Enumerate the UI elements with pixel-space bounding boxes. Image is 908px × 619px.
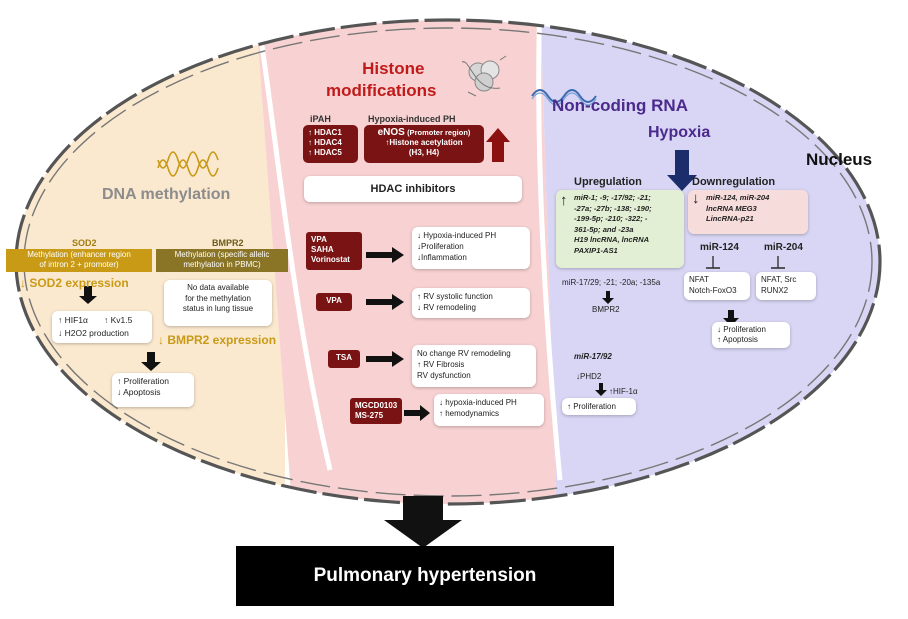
drug-box-vpa: VPA [316,293,352,311]
up-arrow-icon: ↑ [560,192,568,209]
sod2-label: SOD2 [72,238,97,248]
right-arrow-icon [366,351,404,367]
drug-effects-box: ↓ Hypoxia-induced PH ↓Proliferation ↓Inf… [412,227,530,269]
downregulation-label: Downregulation [692,176,776,188]
mir124-targets-box: NFAT Notch-FoxO3 [684,272,750,300]
phd2-label: ↓PHD2 [576,372,602,381]
right-arrow-icon [404,405,430,421]
sod2-expression: ↓ SOD2 expression [20,276,129,290]
mir124-label: miR-124 [700,242,739,253]
hdac-inhibitors-box: HDAC inhibitors [304,176,522,202]
right-arrow-icon [366,294,404,310]
upregulation-label: Upregulation [574,176,642,188]
bmpr2-methylation-box: Methylation (specific allelic methylatio… [156,249,288,272]
drug-box-mgcd0103: MGCD0103 MS-275 [350,398,402,424]
dna-helix-icon [157,151,219,177]
histone-title: Histone modifications [326,59,437,100]
dna-outcome-box: ↑ Proliferation ↓ Apoptosis [112,373,194,407]
nucleus-label: Nucleus [806,150,873,169]
sod2-effects-box: ↑ HIF1α ↑ Kv1.5 ↓ H2O2 production [52,311,152,343]
hypoxia-label: Hypoxia [648,124,711,141]
drug-effects-box: No change RV remodeling ↑ RV Fibrosis RV… [412,345,536,387]
down-arrow-icon: ↓ [692,190,700,207]
hif-label: ↑HIF-1α [609,387,638,396]
bmpr2-label: BMPR2 [212,238,244,248]
down-arrow-icon [602,291,614,304]
down-arrow-icon [141,352,161,371]
dna-methylation-title: DNA methylation [102,186,231,203]
pulmonary-hypertension-box: Pulmonary hypertension [236,546,614,606]
right-arrow-icon [366,247,404,263]
pulmonary-hypertension-label: Pulmonary hypertension [313,565,537,586]
mir1792-label: miR-17/92 [574,352,612,361]
inhibition-icon [706,256,720,269]
drug-effects-box: ↓ hypoxia-induced PH ↑ hemodynamics [434,394,544,426]
ipah-label: iPAH [310,114,331,124]
hypoxia-pH-label: Hypoxia-induced PH [368,114,456,124]
mir204-label: miR-204 [764,242,803,253]
rna-wave-icon [531,89,597,106]
sod2-methylation-box: Methylation (enhancer region of intron 2… [6,249,152,272]
down-arrow-icon [384,496,462,548]
ncrna-outcome-box: ↓ Proliferation ↑ Apoptosis [712,322,790,348]
up-arrow-icon [486,128,510,162]
drug-box-vpa-saha: VPA SAHA Vorinostat [306,232,362,270]
bmpr2-expression: ↓ BMPR2 expression [158,333,277,347]
ncrna-bmpr2-label: BMPR2 [592,305,620,314]
drug-effects-box: ↑ RV systolic function ↓ RV remodeling [412,288,530,318]
drug-box-tsa: TSA [328,350,360,368]
region-divider-right [536,20,563,481]
down-arrow-icon [595,383,607,396]
ipah-hdac-box: ↑ HDAC1 ↑ HDAC4 ↑ HDAC5 [303,125,358,163]
upregulation-box: ↑ miR-1; -9; -17/92; -21; -27a; -27b; -1… [556,190,684,268]
mir-group-label: miR-17/29; -21; -20a; -135a [562,278,661,287]
enos-box: eNOS (Promoter region) ↑Histone acetylat… [364,125,484,163]
ncrna-title: Non-coding RNA [552,96,688,115]
bmpr2-note-box: No data available for the methylation st… [164,280,272,326]
down-arrow-icon [79,286,97,304]
region-divider-left [252,20,333,471]
down-arrow-icon [667,150,697,191]
ncrna-proliferation-box: ↑ Proliferation [562,398,636,415]
downregulation-box: ↓ miR-124, miR-204 lncRNA MEG3 LincRNA-p… [688,190,808,234]
mir204-targets-box: NFAT, Src RUNX2 [756,272,816,300]
inhibition-icon [771,256,785,269]
nucleosome-icon [461,55,507,97]
